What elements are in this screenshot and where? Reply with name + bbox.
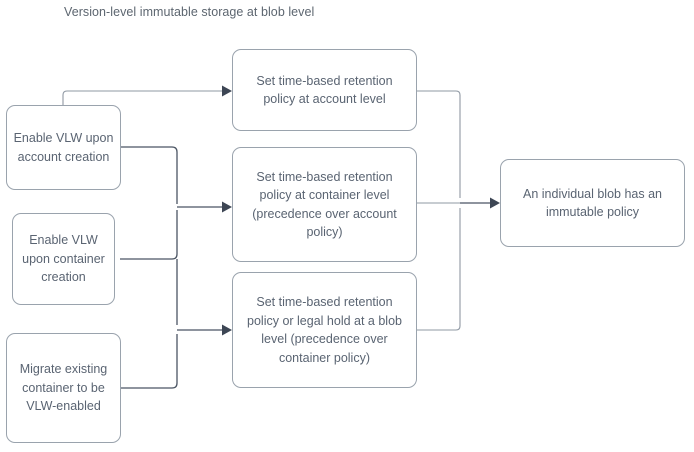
edge-account-to-junction	[120, 146, 178, 204]
node-retention-account-label: Set time-based retention policy at accou…	[256, 73, 393, 107]
node-retention-container-label: Set time-based retention policy at conta…	[252, 169, 397, 240]
edge-retention-blob-to-merge	[417, 208, 461, 331]
node-immutable-blob[interactable]: An individual blob has an immutable poli…	[500, 159, 685, 247]
edge-account-to-retention-account	[62, 90, 222, 105]
arrowhead-immutable-blob	[490, 197, 500, 209]
node-retention-account[interactable]: Set time-based retention policy at accou…	[232, 49, 417, 131]
arrowhead-retention-account	[222, 85, 232, 97]
node-enable-vlw-container[interactable]: Enable VLW upon container creation	[12, 213, 115, 305]
node-migrate-container[interactable]: Migrate existing container to be VLW-ena…	[6, 333, 121, 443]
edge-container-to-junction	[120, 210, 178, 260]
node-retention-container[interactable]: Set time-based retention policy at conta…	[232, 147, 417, 262]
node-enable-vlw-account-label: Enable VLW upon account creation	[13, 131, 114, 164]
node-retention-blob[interactable]: Set time-based retention policy or legal…	[232, 272, 417, 388]
arrowhead-retention-container	[222, 201, 232, 213]
page-title: Version-level immutable storage at blob …	[64, 5, 315, 19]
node-retention-blob-label: Set time-based retention policy or legal…	[247, 295, 402, 365]
node-migrate-container-label: Migrate existing container to be VLW-ena…	[19, 362, 108, 414]
edge-retention-account-to-merge	[417, 90, 461, 198]
arrowhead-retention-blob	[222, 324, 232, 336]
edge-migrate-to-junction	[120, 334, 178, 389]
node-enable-vlw-account[interactable]: Enable VLW upon account creation	[6, 105, 121, 190]
node-immutable-blob-label: An individual blob has an immutable poli…	[523, 186, 662, 220]
node-enable-vlw-container-label: Enable VLW upon container creation	[22, 233, 105, 285]
